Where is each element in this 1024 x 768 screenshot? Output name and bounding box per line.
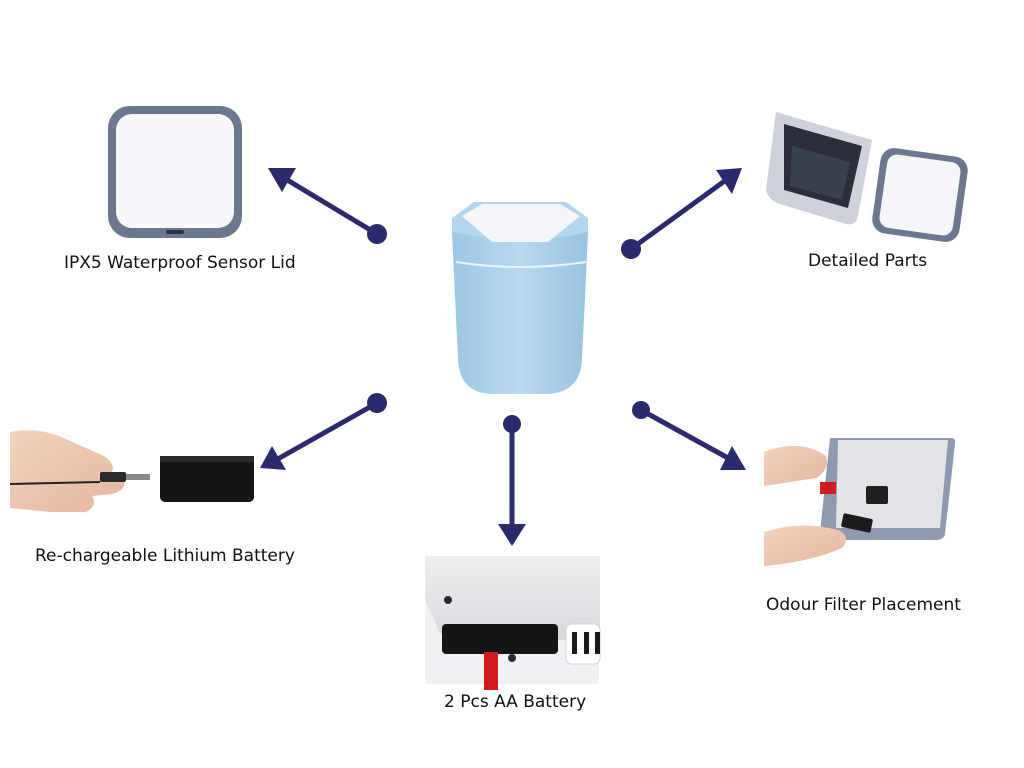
odour-filter-image — [764, 438, 956, 566]
detailed-parts-label: Detailed Parts — [808, 251, 928, 271]
aa-battery-image — [425, 556, 601, 690]
arrow-to-odour-filter — [632, 401, 746, 470]
sensor-lid-image — [108, 106, 242, 238]
trash-bin-image — [452, 202, 588, 394]
lithium-battery-label: Re-chargeable Lithium Battery — [35, 546, 295, 566]
arrow-to-lithium-battery — [260, 393, 387, 470]
odour-filter-label: Odour Filter Placement — [766, 595, 961, 615]
sensor-lid-label: IPX5 Waterproof Sensor Lid — [64, 253, 296, 273]
arrow-to-aa-battery — [498, 415, 526, 546]
aa-battery-label: 2 Pcs AA Battery — [444, 692, 587, 712]
arrow-to-detailed-parts — [621, 168, 742, 259]
lithium-battery-image — [9, 430, 254, 512]
detailed-parts-image — [766, 112, 968, 242]
arrow-to-sensor-lid — [268, 168, 387, 244]
